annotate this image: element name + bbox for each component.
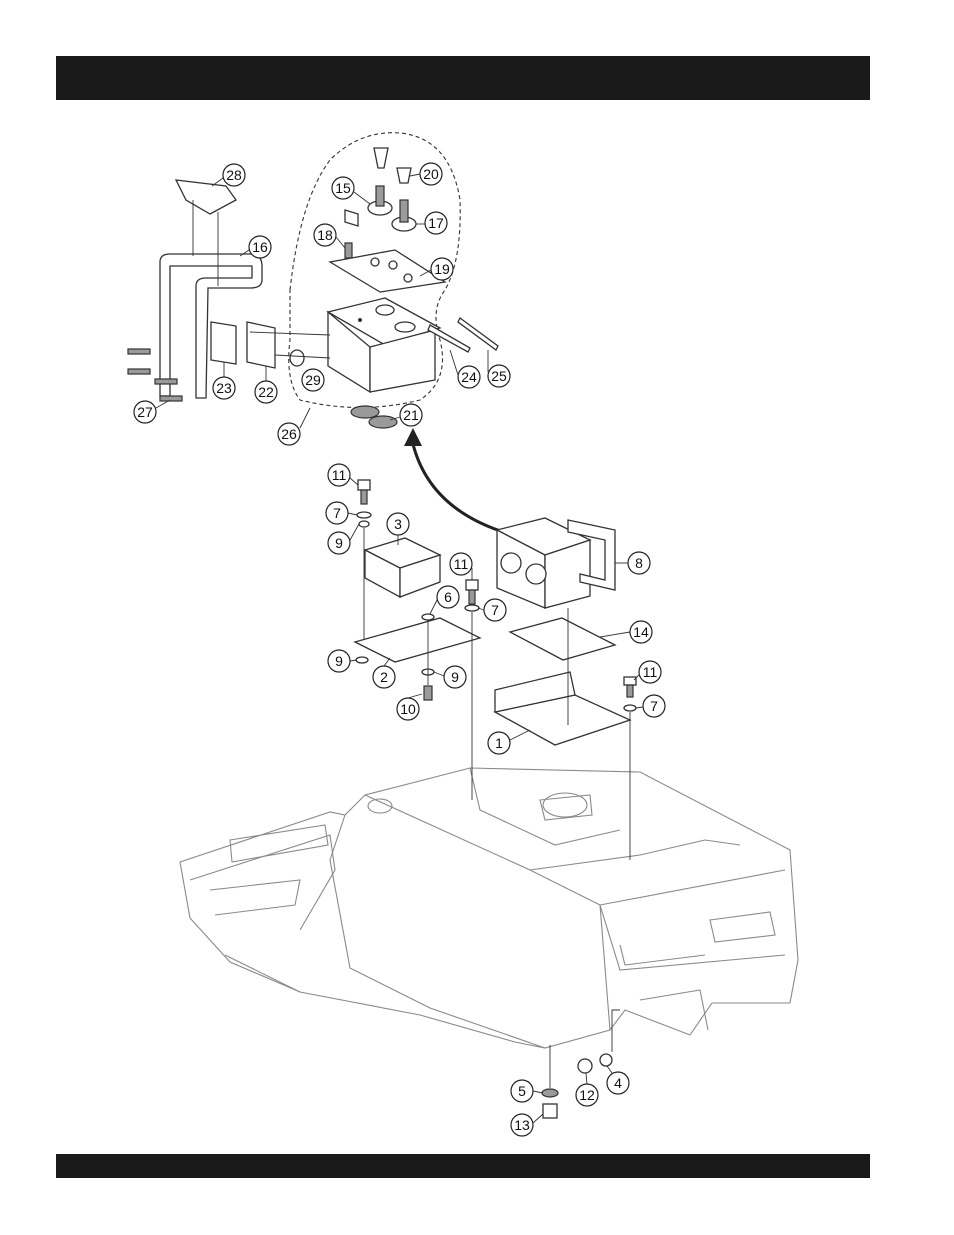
svg-text:4: 4 [614, 1075, 622, 1091]
svg-text:7: 7 [650, 698, 658, 714]
footer-bar [56, 1154, 870, 1178]
callout-13: 13 [511, 1114, 533, 1136]
callout-17: 17 [425, 212, 447, 234]
svg-text:23: 23 [216, 380, 232, 396]
svg-text:12: 12 [579, 1087, 595, 1103]
svg-text:8: 8 [635, 555, 643, 571]
svg-text:28: 28 [226, 167, 242, 183]
callout-3: 3 [387, 513, 409, 535]
callout-11-right: 11 [639, 661, 661, 683]
svg-text:6: 6 [444, 589, 452, 605]
svg-text:2: 2 [380, 669, 388, 685]
svg-text:17: 17 [428, 215, 444, 231]
callout-12: 12 [576, 1084, 598, 1106]
svg-text:11: 11 [332, 467, 347, 483]
svg-text:21: 21 [403, 407, 419, 423]
svg-text:16: 16 [252, 239, 268, 255]
svg-text:11: 11 [643, 664, 658, 680]
middle-assembly [355, 480, 636, 1118]
svg-text:18: 18 [317, 227, 333, 243]
mounting-screws [128, 349, 182, 401]
callout-1: 1 [488, 732, 510, 754]
svg-text:29: 29 [305, 372, 321, 388]
callout-7-right: 7 [643, 695, 665, 717]
svg-text:9: 9 [451, 669, 459, 685]
callout-7-mid: 7 [484, 599, 506, 621]
callout-22: 22 [255, 381, 277, 403]
svg-text:20: 20 [423, 166, 439, 182]
callout-26: 26 [278, 423, 300, 445]
svg-text:3: 3 [394, 516, 402, 532]
svg-text:27: 27 [137, 404, 153, 420]
callout-24: 24 [458, 366, 480, 388]
svg-text:22: 22 [258, 384, 274, 400]
callout-18: 18 [314, 224, 336, 246]
callout-9-left: 9 [328, 650, 350, 672]
svg-text:15: 15 [335, 180, 351, 196]
callout-11-mid: 11 [450, 553, 472, 575]
callout-2: 2 [373, 666, 395, 688]
svg-text:25: 25 [491, 368, 507, 384]
callout-20: 20 [420, 163, 442, 185]
callout-25: 25 [488, 365, 510, 387]
callout-5: 5 [511, 1080, 533, 1102]
trailer-chassis [180, 768, 798, 1048]
callout-19: 19 [431, 258, 453, 280]
callout-6: 6 [437, 586, 459, 608]
svg-text:24: 24 [461, 369, 477, 385]
callout-16: 16 [249, 236, 271, 258]
svg-text:10: 10 [400, 701, 416, 717]
svg-text:7: 7 [333, 505, 341, 521]
svg-text:9: 9 [335, 535, 343, 551]
callout-4: 4 [607, 1072, 629, 1094]
callout-27: 27 [134, 401, 156, 423]
callout-9-bottom: 9 [444, 666, 466, 688]
callout-21: 21 [400, 404, 422, 426]
callout-14: 14 [630, 621, 652, 643]
svg-text:1: 1 [495, 735, 503, 751]
callout-28: 28 [223, 164, 245, 186]
svg-text:19: 19 [434, 261, 450, 277]
callout-7-top: 7 [326, 502, 348, 524]
callout-15: 15 [332, 177, 354, 199]
svg-text:5: 5 [518, 1083, 526, 1099]
svg-text:26: 26 [281, 426, 297, 442]
callout-11-top: 11 [328, 464, 350, 486]
callout-29: 29 [302, 369, 324, 391]
callout-23: 23 [213, 377, 235, 399]
svg-text:9: 9 [335, 653, 343, 669]
svg-text:7: 7 [491, 602, 499, 618]
handle-assembly [128, 180, 275, 401]
svg-text:13: 13 [514, 1117, 530, 1133]
callout-9-top: 9 [328, 532, 350, 554]
svg-text:14: 14 [633, 624, 649, 640]
callout-10: 10 [397, 698, 419, 720]
callout-8: 8 [628, 552, 650, 574]
svg-text:11: 11 [454, 556, 469, 572]
